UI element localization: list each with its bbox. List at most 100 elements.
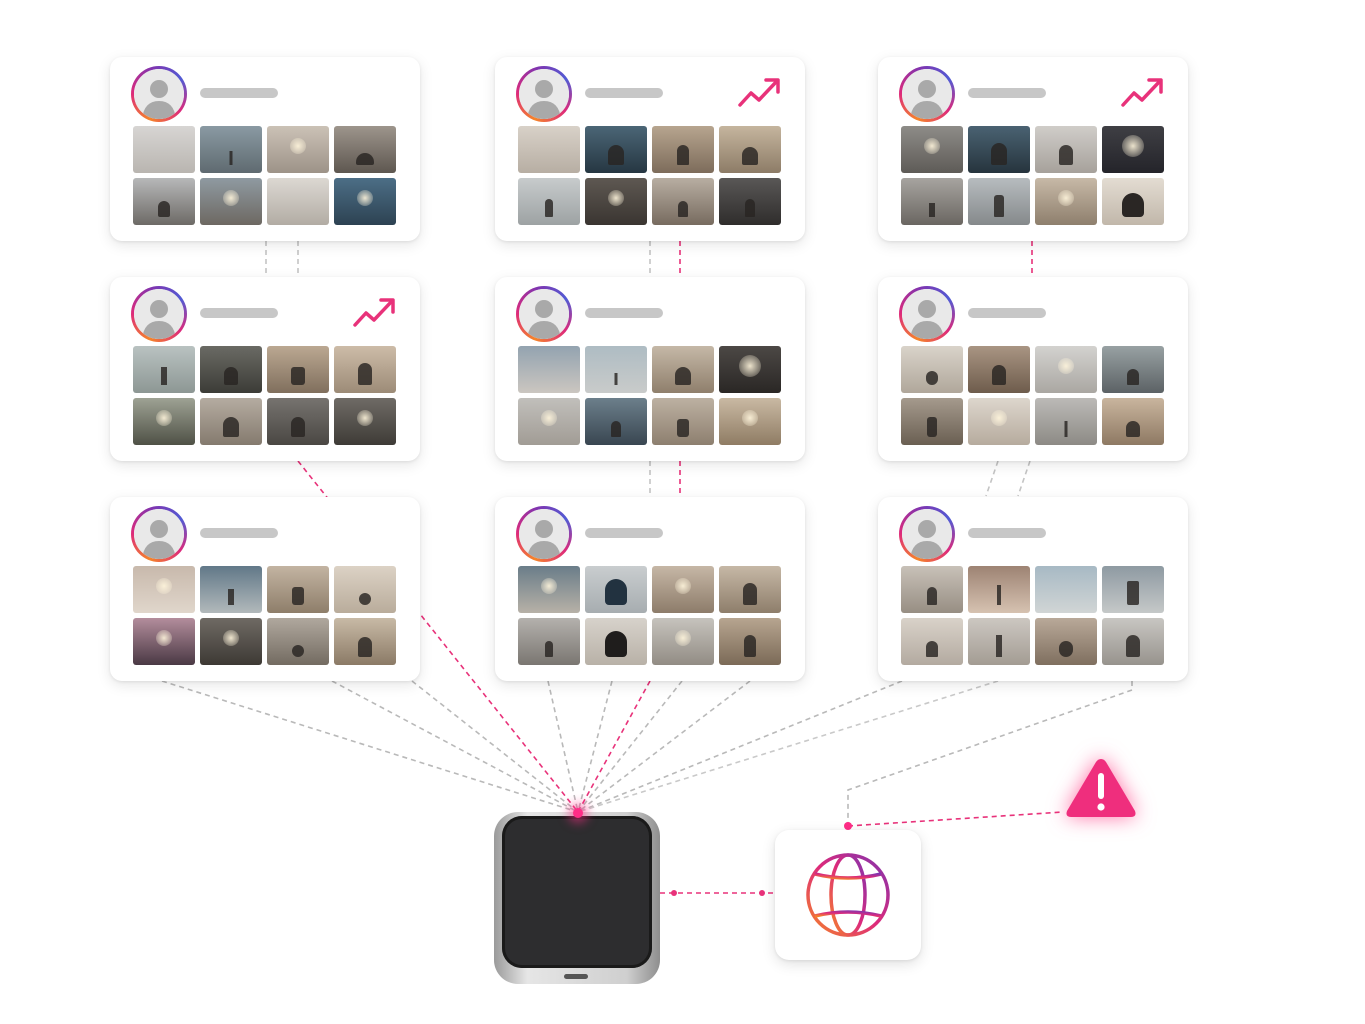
photo-thumbnail[interactable] bbox=[652, 126, 714, 173]
photo-thumbnail[interactable] bbox=[200, 178, 262, 225]
photo-thumbnail[interactable] bbox=[1035, 618, 1097, 665]
photo-thumbnail[interactable] bbox=[901, 398, 963, 445]
photo-thumbnail[interactable] bbox=[518, 126, 580, 173]
photo-grid bbox=[133, 346, 399, 446]
network-node[interactable] bbox=[775, 830, 921, 960]
photo-thumbnail[interactable] bbox=[334, 618, 396, 665]
profile-card[interactable] bbox=[495, 57, 805, 241]
photo-thumbnail[interactable] bbox=[1035, 398, 1097, 445]
photo-thumbnail[interactable] bbox=[968, 126, 1030, 173]
photo-thumbnail[interactable] bbox=[1102, 126, 1164, 173]
photo-thumbnail[interactable] bbox=[585, 178, 647, 225]
photo-thumbnail[interactable] bbox=[200, 346, 262, 393]
username-placeholder bbox=[968, 308, 1046, 318]
photo-thumbnail[interactable] bbox=[652, 566, 714, 613]
photo-thumbnail[interactable] bbox=[585, 618, 647, 665]
photo-thumbnail[interactable] bbox=[719, 398, 781, 445]
photo-thumbnail[interactable] bbox=[719, 566, 781, 613]
avatar[interactable] bbox=[899, 286, 955, 342]
photo-thumbnail[interactable] bbox=[518, 618, 580, 665]
avatar[interactable] bbox=[131, 286, 187, 342]
photo-thumbnail[interactable] bbox=[334, 398, 396, 445]
photo-thumbnail[interactable] bbox=[901, 126, 963, 173]
profile-card[interactable] bbox=[878, 497, 1188, 681]
photo-thumbnail[interactable] bbox=[1102, 178, 1164, 225]
username-placeholder bbox=[200, 528, 278, 538]
avatar[interactable] bbox=[899, 66, 955, 122]
photo-thumbnail[interactable] bbox=[968, 618, 1030, 665]
photo-thumbnail[interactable] bbox=[518, 398, 580, 445]
profile-card[interactable] bbox=[495, 277, 805, 461]
photo-thumbnail[interactable] bbox=[1102, 346, 1164, 393]
photo-thumbnail[interactable] bbox=[1035, 566, 1097, 613]
photo-thumbnail[interactable] bbox=[334, 346, 396, 393]
photo-thumbnail[interactable] bbox=[267, 178, 329, 225]
profile-card[interactable] bbox=[878, 57, 1188, 241]
photo-thumbnail[interactable] bbox=[518, 178, 580, 225]
trending-up-icon bbox=[1121, 78, 1163, 107]
photo-thumbnail[interactable] bbox=[652, 178, 714, 225]
photo-thumbnail[interactable] bbox=[968, 346, 1030, 393]
photo-grid bbox=[518, 346, 784, 446]
profile-card[interactable] bbox=[110, 57, 420, 241]
photo-thumbnail[interactable] bbox=[267, 346, 329, 393]
photo-thumbnail[interactable] bbox=[267, 398, 329, 445]
photo-thumbnail[interactable] bbox=[267, 618, 329, 665]
photo-thumbnail[interactable] bbox=[585, 398, 647, 445]
photo-thumbnail[interactable] bbox=[267, 126, 329, 173]
photo-grid bbox=[901, 126, 1167, 226]
photo-thumbnail[interactable] bbox=[1035, 126, 1097, 173]
photo-thumbnail[interactable] bbox=[585, 566, 647, 613]
avatar[interactable] bbox=[516, 506, 572, 562]
photo-thumbnail[interactable] bbox=[968, 398, 1030, 445]
photo-thumbnail[interactable] bbox=[585, 126, 647, 173]
photo-thumbnail[interactable] bbox=[719, 346, 781, 393]
photo-thumbnail[interactable] bbox=[133, 566, 195, 613]
profile-card[interactable] bbox=[110, 497, 420, 681]
photo-thumbnail[interactable] bbox=[901, 566, 963, 613]
profile-card[interactable] bbox=[110, 277, 420, 461]
photo-thumbnail[interactable] bbox=[518, 346, 580, 393]
photo-thumbnail[interactable] bbox=[334, 566, 396, 613]
photo-thumbnail[interactable] bbox=[267, 566, 329, 613]
photo-thumbnail[interactable] bbox=[133, 398, 195, 445]
profile-card[interactable] bbox=[878, 277, 1188, 461]
photo-thumbnail[interactable] bbox=[1035, 178, 1097, 225]
photo-thumbnail[interactable] bbox=[518, 566, 580, 613]
photo-thumbnail[interactable] bbox=[901, 178, 963, 225]
photo-thumbnail[interactable] bbox=[200, 618, 262, 665]
avatar[interactable] bbox=[516, 66, 572, 122]
photo-thumbnail[interactable] bbox=[719, 618, 781, 665]
photo-thumbnail[interactable] bbox=[334, 126, 396, 173]
photo-thumbnail[interactable] bbox=[719, 126, 781, 173]
photo-thumbnail[interactable] bbox=[585, 346, 647, 393]
photo-thumbnail[interactable] bbox=[652, 398, 714, 445]
photo-thumbnail[interactable] bbox=[133, 346, 195, 393]
photo-thumbnail[interactable] bbox=[1035, 346, 1097, 393]
photo-thumbnail[interactable] bbox=[652, 346, 714, 393]
smartphone-icon[interactable] bbox=[494, 812, 660, 984]
photo-thumbnail[interactable] bbox=[200, 398, 262, 445]
photo-thumbnail[interactable] bbox=[133, 126, 195, 173]
photo-thumbnail[interactable] bbox=[1102, 566, 1164, 613]
photo-thumbnail[interactable] bbox=[334, 178, 396, 225]
photo-thumbnail[interactable] bbox=[200, 126, 262, 173]
photo-thumbnail[interactable] bbox=[133, 178, 195, 225]
photo-thumbnail[interactable] bbox=[901, 618, 963, 665]
photo-thumbnail[interactable] bbox=[200, 566, 262, 613]
photo-thumbnail[interactable] bbox=[968, 566, 1030, 613]
avatar[interactable] bbox=[899, 506, 955, 562]
avatar[interactable] bbox=[131, 506, 187, 562]
warning-triangle-icon[interactable] bbox=[1063, 755, 1139, 821]
avatar[interactable] bbox=[131, 66, 187, 122]
photo-thumbnail[interactable] bbox=[968, 178, 1030, 225]
photo-thumbnail[interactable] bbox=[1102, 398, 1164, 445]
photo-thumbnail[interactable] bbox=[901, 346, 963, 393]
avatar[interactable] bbox=[516, 286, 572, 342]
photo-thumbnail[interactable] bbox=[1102, 618, 1164, 665]
profile-card[interactable] bbox=[495, 497, 805, 681]
user-silhouette-icon bbox=[134, 69, 184, 119]
photo-thumbnail[interactable] bbox=[652, 618, 714, 665]
photo-thumbnail[interactable] bbox=[719, 178, 781, 225]
photo-thumbnail[interactable] bbox=[133, 618, 195, 665]
